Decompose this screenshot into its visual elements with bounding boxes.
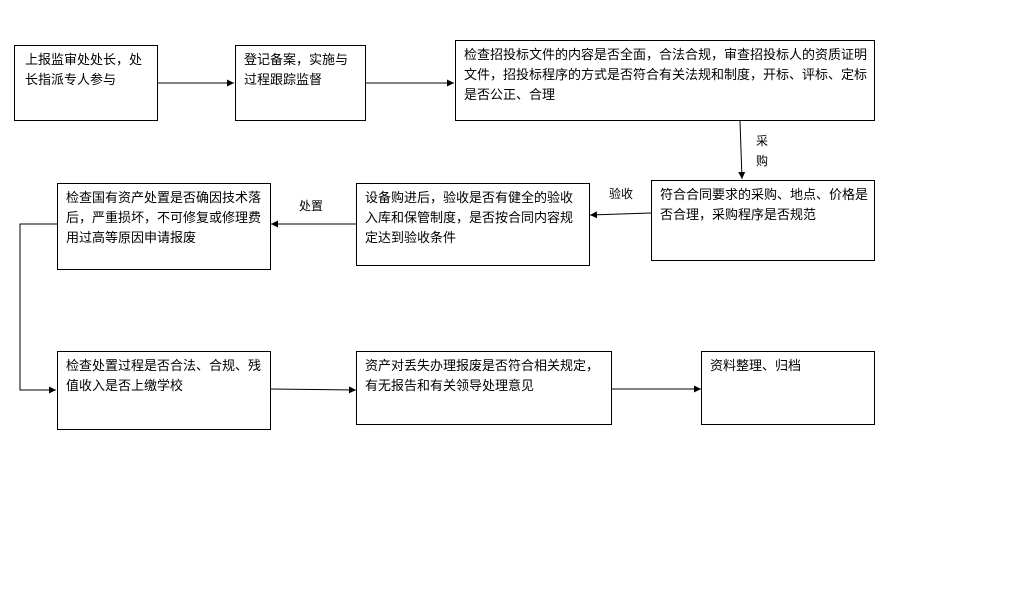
step-purchase-check-box: 符合合同要求的采购、地点、价格是否合理，采购程序是否规范 bbox=[651, 180, 875, 261]
edge-label-purchase: 采购 bbox=[756, 134, 769, 168]
step-disposal-check-box: 检查国有资产处置是否确因技术落后，严重损坏，不可修复或修理费用过高等原因申请报废 bbox=[57, 183, 271, 270]
arrow-s4-s5 bbox=[589, 211, 652, 219]
arrow-s6-s7 bbox=[19, 223, 57, 394]
step-bidding-check-box: 检查招投标文件的内容是否全面，合法合规，审查招投标人的资质证明文件，招投标程序的… bbox=[455, 40, 875, 121]
edge-label-disposal: 处置 bbox=[299, 199, 324, 213]
step-report-box: 上报监审处处长，处长指派专人参与 bbox=[14, 45, 158, 121]
arrow-s7-s8 bbox=[270, 386, 357, 394]
step-archive-box: 资料整理、归档 bbox=[701, 351, 875, 425]
edge-label-acceptance: 验收 bbox=[609, 187, 634, 201]
arrow-s3-s4 bbox=[738, 120, 746, 180]
step-acceptance-check-box: 设备购进后，验收是否有健全的验收入库和保管制度，是否按合同内容规定达到验收条件 bbox=[356, 183, 590, 266]
step-disposal-process-box: 检查处置过程是否合法、合规、残值收入是否上缴学校 bbox=[57, 351, 271, 430]
step-loss-scrap-box: 资产对丢失办理报废是否符合相关规定，有无报告和有关领导处理意见 bbox=[356, 351, 612, 425]
step-register-box: 登记备案，实施与过程跟踪监督 bbox=[235, 45, 366, 121]
